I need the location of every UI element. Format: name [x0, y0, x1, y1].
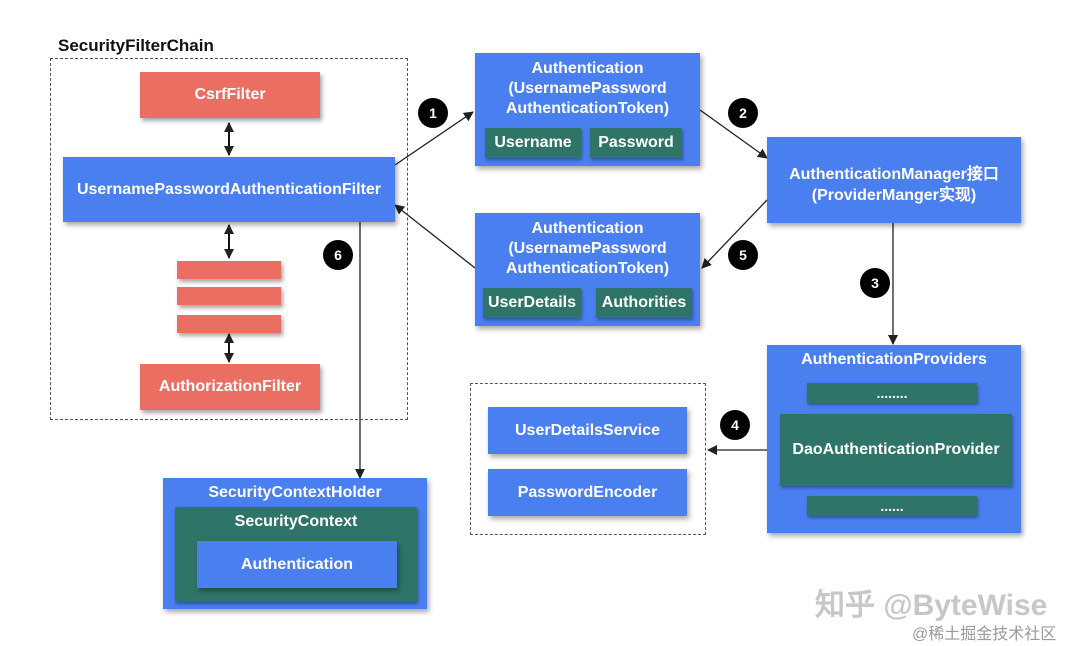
- context-holder-title: SecurityContextHolder: [208, 484, 382, 501]
- authorization-filter: AuthorizationFilter: [140, 364, 320, 410]
- filter-placeholder-1: [177, 261, 281, 279]
- security-context-holder: SecurityContextHolder SecurityContext Au…: [163, 478, 427, 609]
- step-5-marker: 5: [728, 240, 758, 270]
- step-3-marker: 3: [860, 268, 890, 298]
- step-4-marker: 4: [720, 410, 750, 440]
- manager-line-2: (ProviderManger实现): [811, 187, 977, 204]
- dao-authentication-provider: DaoAuthenticationProvider: [780, 414, 1012, 486]
- password-field: Password: [590, 128, 682, 158]
- watermark-main: 知乎 @ByteWise: [815, 589, 1048, 622]
- providers-title: AuthenticationProviders: [801, 351, 987, 368]
- auth-bottom-line-1: Authentication: [531, 220, 644, 237]
- step5-arrow: [701, 199, 768, 269]
- step-1-marker: 1: [418, 98, 448, 128]
- authentication-token-unauthenticated: Authentication (UsernamePassword Authent…: [475, 53, 700, 166]
- filter-placeholder-2: [177, 287, 281, 305]
- step-6-marker: 6: [323, 240, 353, 270]
- auth-top-line-1: Authentication: [531, 60, 644, 77]
- provider-placeholder-bottom: ......: [807, 496, 977, 516]
- filter-chain-title: SecurityFilterChain: [58, 36, 214, 55]
- auth-top-line-3: AuthenticationToken): [505, 100, 670, 117]
- context-authentication: Authentication: [197, 541, 397, 588]
- authentication-manager: AuthenticationManager接口 (ProviderManger实…: [767, 137, 1021, 223]
- step2-arrow: [699, 109, 768, 159]
- auth-bottom-line-2: (UsernamePassword: [508, 240, 667, 257]
- return-arrow: [394, 204, 476, 269]
- authorities-field: Authorities: [596, 288, 692, 318]
- filter-chain-container: [50, 58, 408, 420]
- security-context: SecurityContext Authentication: [175, 507, 417, 602]
- csrf-filter: CsrfFilter: [140, 72, 320, 118]
- services-container: [470, 383, 706, 535]
- auth-top-line-2: (UsernamePassword: [508, 80, 667, 97]
- username-password-authentication-filter: UsernamePasswordAuthenticationFilter: [63, 157, 395, 222]
- manager-line-1: AuthenticationManager接口: [789, 166, 999, 183]
- authentication-token-authenticated: Authentication (UsernamePassword Authent…: [475, 213, 700, 326]
- userdetails-field: UserDetails: [483, 288, 581, 318]
- password-encoder: PasswordEncoder: [488, 469, 687, 516]
- auth-bottom-line-3: AuthenticationToken): [505, 260, 670, 277]
- username-field: Username: [485, 128, 581, 158]
- filter-placeholder-3: [177, 315, 281, 333]
- authentication-providers: AuthenticationProviders ........ DaoAuth…: [767, 345, 1021, 533]
- security-context-title: SecurityContext: [234, 513, 358, 530]
- user-details-service: UserDetailsService: [488, 407, 687, 454]
- provider-placeholder-top: ........: [807, 383, 977, 403]
- watermark-sub: @稀土掘金技术社区: [912, 626, 1057, 643]
- step-2-marker: 2: [728, 98, 758, 128]
- step1-arrow: [394, 111, 474, 166]
